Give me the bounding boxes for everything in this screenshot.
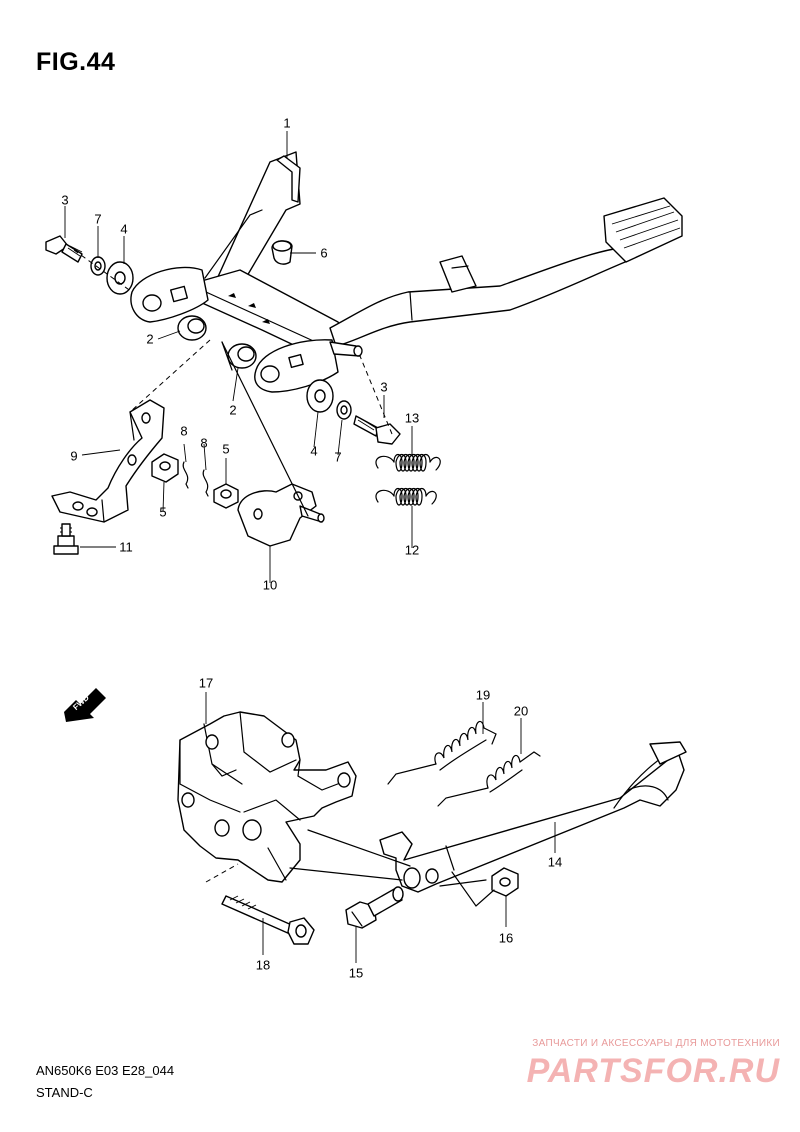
callout-20: 20 xyxy=(513,703,529,719)
nut-5-right xyxy=(213,483,239,509)
callout-2: 2 xyxy=(146,331,154,347)
callout-17: 17 xyxy=(198,675,214,691)
section-name: STAND-C xyxy=(36,1085,93,1100)
callout-13: 13 xyxy=(404,410,420,426)
callout-3: 3 xyxy=(380,379,388,395)
callout-8: 8 xyxy=(200,435,208,451)
clip-8-right xyxy=(202,469,209,497)
callout-14: 14 xyxy=(547,854,563,870)
callout-3: 3 xyxy=(61,192,69,208)
bracket-10 xyxy=(237,483,325,547)
spring-12 xyxy=(375,487,437,506)
callout-4: 4 xyxy=(310,443,318,459)
watermark-tagline: ЗАПЧАСТИ И АКСЕССУАРЫ ДЛЯ МОТОТЕХНИКИ xyxy=(532,1038,780,1049)
callout-8: 8 xyxy=(180,423,188,439)
assembly-line-1 xyxy=(73,249,133,293)
stand-bracket-17 xyxy=(177,711,357,883)
callout-12: 12 xyxy=(404,542,420,558)
clip-8-left xyxy=(182,461,189,489)
spring-13 xyxy=(375,453,441,472)
spring-19 xyxy=(387,720,497,785)
callout-9: 9 xyxy=(70,448,78,464)
bush-2-right xyxy=(227,343,257,369)
callout-15: 15 xyxy=(348,965,364,981)
callout-1: 1 xyxy=(283,115,291,131)
bolt-3-right xyxy=(353,415,401,445)
figure-title: FIG.44 xyxy=(36,48,116,76)
assembly-line-6 xyxy=(289,867,403,881)
bracket-9 xyxy=(51,399,165,523)
nut-16 xyxy=(491,867,519,897)
side-stand-14 xyxy=(379,741,687,893)
callout-6: 6 xyxy=(320,245,328,261)
bolt-3-left xyxy=(45,235,83,263)
forward-arrow-icon xyxy=(64,688,106,722)
callout-5: 5 xyxy=(159,504,167,520)
watermark-logo: PARTSFOR.RU xyxy=(526,1052,780,1090)
callout-7: 7 xyxy=(334,449,342,465)
bush-2-left xyxy=(177,315,207,341)
leader-lines-upper xyxy=(64,131,413,583)
callout-7: 7 xyxy=(94,211,102,227)
callout-18: 18 xyxy=(255,957,271,973)
callout-19: 19 xyxy=(475,687,491,703)
assembly-line-7 xyxy=(307,829,411,867)
callout-11: 11 xyxy=(119,539,133,555)
assembly-line-5 xyxy=(205,863,239,883)
model-code: AN650K6 E03 E28_044 xyxy=(36,1063,175,1078)
callout-16: 16 xyxy=(498,930,514,946)
nut-5-left xyxy=(151,453,179,483)
long-bolt-18 xyxy=(221,895,315,945)
assembly-line-4 xyxy=(221,341,309,517)
leader-lines-lower xyxy=(205,692,556,963)
assembly-line-3 xyxy=(129,339,211,413)
bolt-11 xyxy=(53,523,79,555)
callout-5: 5 xyxy=(222,441,230,457)
callout-4: 4 xyxy=(120,221,128,237)
spring-20 xyxy=(437,751,541,807)
callout-2: 2 xyxy=(229,402,237,418)
stopper-6 xyxy=(271,240,293,265)
center-stand-frame xyxy=(130,151,683,393)
callout-10: 10 xyxy=(262,577,278,593)
pivot-bolt-15 xyxy=(345,886,404,929)
